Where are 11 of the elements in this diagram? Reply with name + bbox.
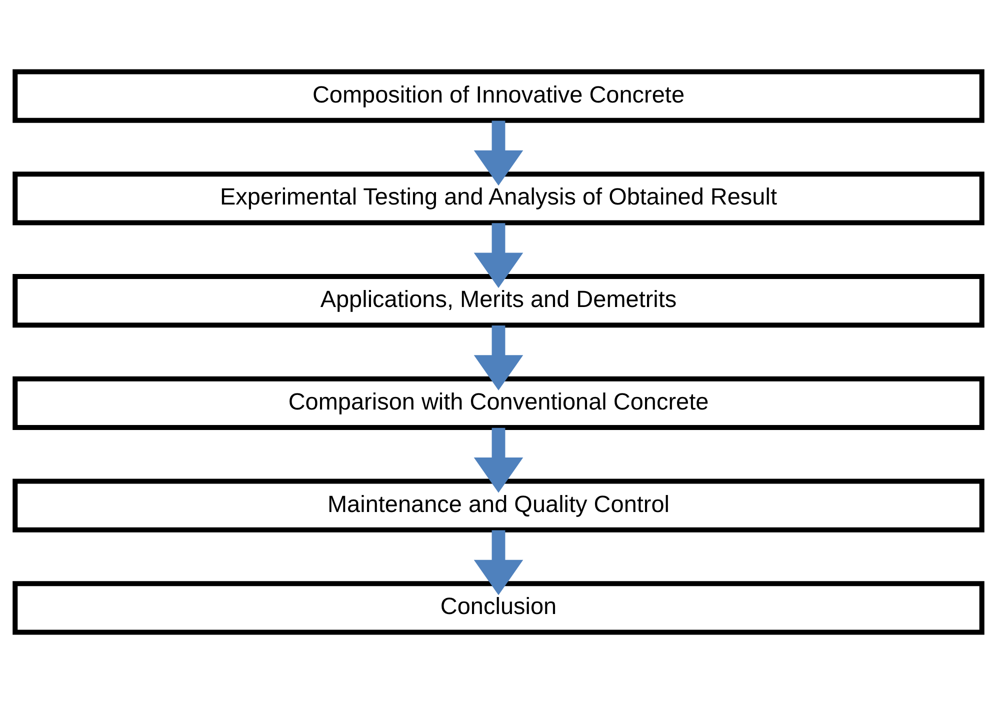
node-box: Applications, Merits and Demetrits — [12, 274, 984, 328]
node-box: Experimental Testing and Analysis of Obtained Result — [12, 172, 984, 226]
arrow — [474, 120, 524, 186]
node-box: Composition of Innovative Concrete — [12, 69, 984, 123]
arrow — [474, 223, 524, 288]
arrow — [474, 325, 524, 390]
arrow — [474, 530, 524, 596]
node-box: Conclusion — [12, 581, 984, 635]
node-box: Comparison with Conventional Concrete — [12, 376, 984, 430]
arrow — [474, 428, 524, 493]
node-box: Maintenance and Quality Control — [12, 478, 984, 532]
